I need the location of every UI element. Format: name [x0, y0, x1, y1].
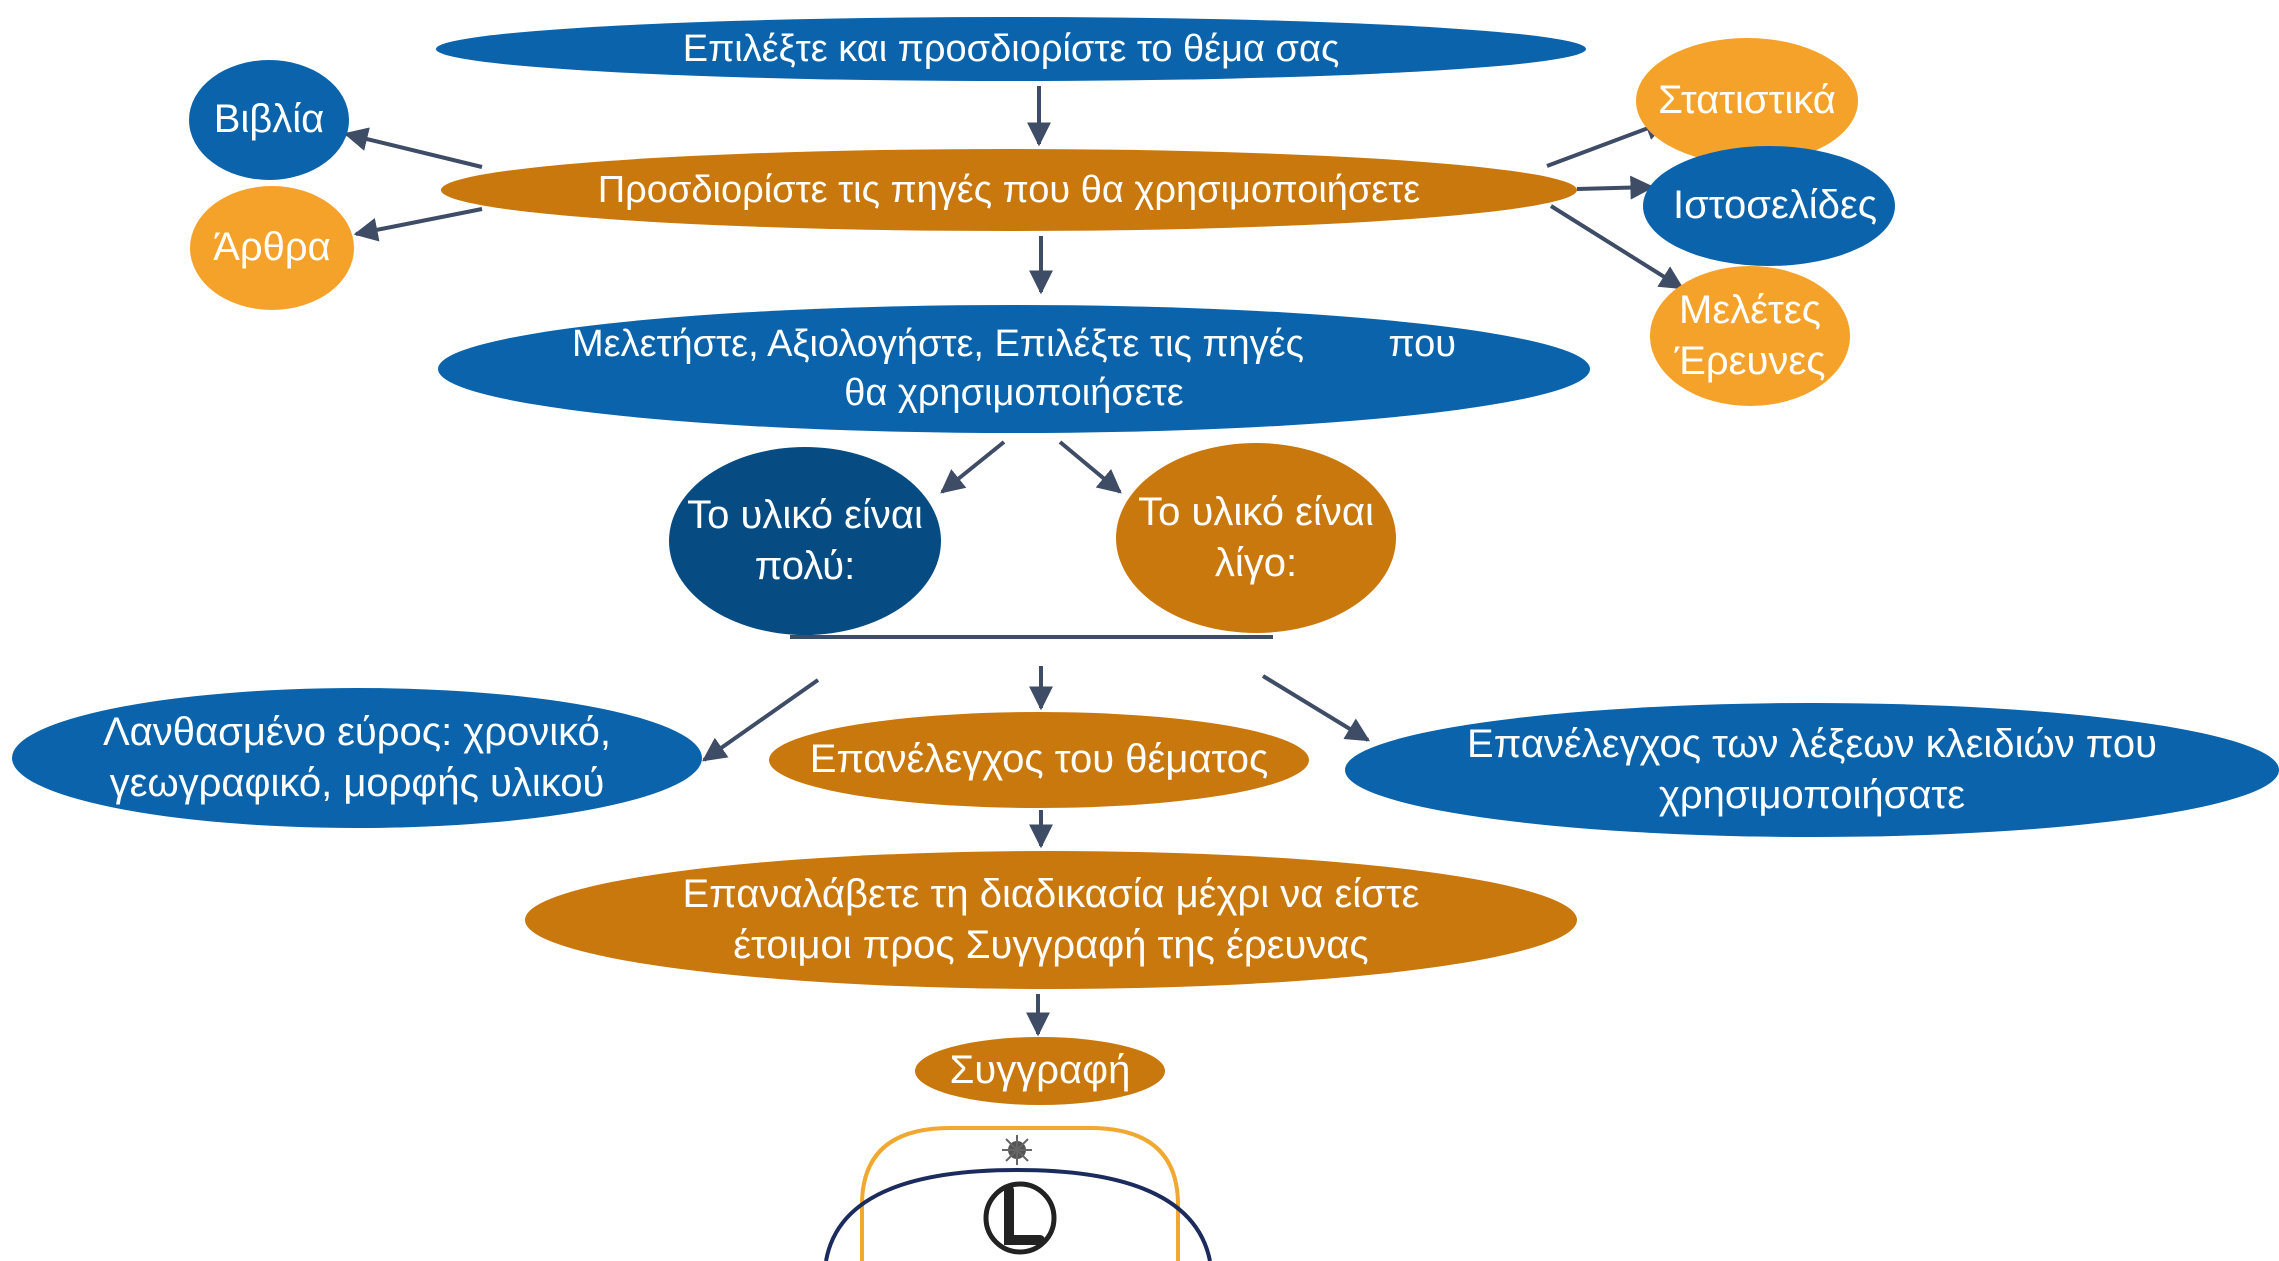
node-recheck-keywords-label: Επανέλεγχος των λέξεων κλειδιών που χρησ… — [1467, 721, 2157, 817]
node-recheck-keywords: Επανέλεγχος των λέξεων κλειδιών που χρησ… — [1345, 703, 2279, 837]
arrow-sources-to-studies — [1549, 204, 1685, 290]
node-wrong-scope-label: Λανθασμένο εύρος: χρονικό, γεωγραφικό, μ… — [102, 709, 612, 805]
arrow-evaluate-to-little — [1058, 440, 1122, 494]
logo — [824, 1126, 1212, 1261]
arrow-sources-to-articles — [353, 207, 483, 242]
node-recheck-topic-label: Επανέλεγχος του θέματος — [809, 737, 1269, 782]
node-material-much-label: Το υλικό είναι πολύ: — [687, 492, 923, 588]
letter-l-logo-icon — [983, 1181, 1057, 1255]
node-studies-label: Μελέτες Έρευνες — [1674, 287, 1826, 383]
node-choose-topic: Επιλέξτε και προσδιορίστε το θέμα σας — [436, 17, 1586, 81]
node-books-label: Βιβλία — [213, 97, 325, 142]
node-studies: Μελέτες Έρευνες — [1650, 266, 1850, 406]
node-statistics: Στατιστικά — [1636, 38, 1858, 164]
node-books: Βιβλία — [189, 60, 349, 180]
node-recheck-topic: Επανέλεγχος του θέματος — [769, 712, 1309, 808]
arrow-sources-to-books — [343, 127, 483, 169]
node-choose-topic-label: Επιλέξτε και προσδιορίστε το θέμα σας — [682, 27, 1340, 70]
node-statistics-label: Στατιστικά — [1658, 78, 1836, 123]
arrow-to-recheck-keywords — [1261, 674, 1371, 742]
arrow-sources-to-websites — [1576, 175, 1655, 200]
node-material-much: Το υλικό είναι πολύ: — [669, 447, 941, 635]
node-websites: Ιστοσελίδες — [1643, 146, 1895, 266]
node-articles: Άρθρα — [190, 186, 354, 310]
node-evaluate-sources-label: Μελετήστε, Αξιολογήστε, Επιλέξτε τις πηγ… — [572, 323, 1456, 414]
node-articles-label: Άρθρα — [213, 225, 331, 270]
node-identify-sources: Προσδιορίστε τις πηγές που θα χρησιμοποι… — [441, 149, 1577, 231]
node-writing: Συγγραφή — [915, 1037, 1165, 1105]
node-wrong-scope: Λανθασμένο εύρος: χρονικό, γεωγραφικό, μ… — [12, 688, 702, 828]
node-material-little: Το υλικό είναι λίγο: — [1116, 443, 1396, 633]
node-evaluate-sources: Μελετήστε, Αξιολογήστε, Επιλέξτε τις πηγ… — [438, 305, 1590, 433]
arrow-to-wrong-scope — [702, 678, 820, 762]
node-material-little-label: Το υλικό είναι λίγο: — [1138, 489, 1374, 585]
node-identify-sources-label: Προσδιορίστε τις πηγές που θα χρησιμοποι… — [597, 168, 1421, 211]
node-repeat-process-label: Επαναλάβετε τη διαδικασία μέχρι να είστε… — [682, 871, 1420, 967]
arrow-evaluate-to-much — [940, 440, 1006, 494]
node-repeat-process: Επαναλάβετε τη διαδικασία μέχρι να είστε… — [525, 851, 1577, 989]
node-websites-label: Ιστοσελίδες — [1673, 183, 1878, 228]
sun-emblem-icon — [1002, 1135, 1032, 1165]
node-writing-label: Συγγραφή — [949, 1048, 1131, 1093]
